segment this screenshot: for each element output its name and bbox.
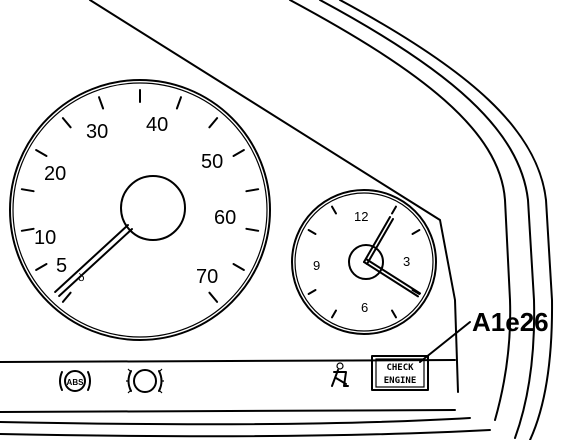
speedometer-tick	[208, 117, 219, 129]
brake-warning-icon	[126, 368, 164, 394]
speedometer-tick	[232, 263, 245, 271]
clock-label-9: 9	[313, 258, 320, 273]
housing-lower-edge-2	[0, 429, 491, 438]
clock-tick	[331, 309, 337, 319]
speedometer-tick	[175, 96, 182, 110]
speed-label-70: 70	[196, 266, 218, 288]
speedometer-bezel-inner	[12, 82, 268, 338]
clock: 12 3 6 9	[291, 189, 437, 335]
speedometer-tick	[35, 263, 48, 271]
speed-mark-small: ꝺ	[78, 272, 85, 284]
clock-tick	[331, 205, 337, 215]
check-engine-line2: ENGINE	[384, 376, 417, 386]
clock-ticks	[307, 205, 421, 319]
speed-label-10: 10	[34, 227, 56, 249]
housing-outer-edge-2	[319, 0, 536, 439]
speedometer-tick	[245, 227, 260, 232]
check-engine-indicator: CHECK ENGINE	[371, 355, 429, 391]
clock-bezel-inner	[294, 192, 434, 332]
housing-lower-edge-1	[0, 417, 471, 426]
speedometer-tick	[20, 188, 35, 193]
clock-tick	[411, 229, 421, 235]
abs-warning-icon: ABS	[59, 370, 91, 392]
callout-leader-line	[419, 321, 471, 363]
clock-bezel	[291, 189, 437, 335]
speedometer-tick	[208, 291, 219, 303]
speedometer-tick	[20, 227, 35, 232]
speed-label-40: 40	[146, 114, 168, 136]
speed-label-5: 5	[56, 255, 67, 277]
clock-label-6: 6	[361, 300, 368, 315]
warning-strip-bottom	[0, 409, 456, 413]
clock-tick	[391, 205, 397, 215]
speedometer-tick	[245, 188, 260, 193]
clock-minute-hand	[363, 216, 394, 265]
speedometer-tick	[61, 117, 72, 129]
callout: A1e26	[419, 307, 549, 363]
housing-outer-edge-3	[339, 0, 554, 441]
speedometer-ticks	[20, 89, 260, 303]
clock-tick	[307, 229, 317, 235]
clock-tick	[391, 309, 397, 319]
speed-label-60: 60	[214, 207, 236, 229]
seatbelt-warning-icon	[331, 362, 349, 387]
speedometer-tick	[61, 291, 72, 303]
clock-tick	[307, 289, 317, 295]
clock-hub	[348, 244, 384, 280]
speed-label-50: 50	[201, 151, 223, 173]
clock-label-3: 3	[403, 254, 410, 269]
speedometer-tick	[98, 96, 105, 110]
warning-strip-top	[0, 359, 456, 363]
speedometer-hub	[120, 175, 186, 241]
speedometer-tick	[35, 149, 48, 157]
check-engine-line1: CHECK	[386, 363, 414, 373]
speedometer: 5 10 20 30 40 50 60 70 ꝺ	[9, 79, 271, 341]
speed-label-20: 20	[44, 163, 66, 185]
housing-inner-edge	[89, 0, 459, 393]
clock-label-12: 12	[354, 209, 368, 224]
speedometer-needle	[54, 224, 133, 297]
callout-label: A1e26	[472, 307, 549, 337]
abs-label: ABS	[67, 378, 85, 387]
housing-outline	[0, 0, 554, 441]
speedometer-tick	[232, 149, 245, 157]
warning-strip: ABS CHECK ENGINE	[59, 355, 429, 394]
clock-hour-hand	[363, 258, 421, 298]
speedometer-bezel	[9, 79, 271, 341]
housing-outer-edge-1	[289, 0, 512, 421]
speed-label-30: 30	[86, 121, 108, 143]
check-engine-box	[371, 355, 429, 391]
